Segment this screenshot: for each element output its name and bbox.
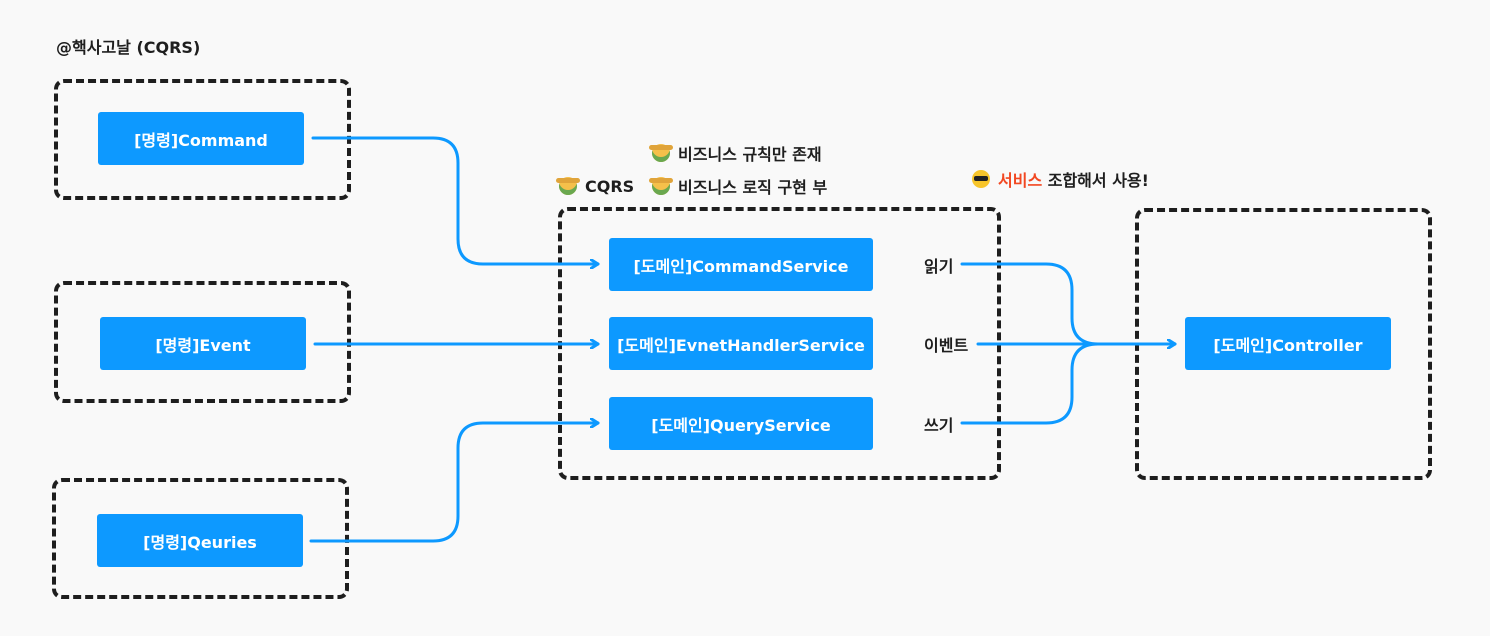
farmer-emoji-icon (649, 144, 673, 162)
command-service-node[interactable]: [도메인]CommandService (609, 238, 873, 291)
service-combine-text: 조합해서 사용! (1042, 171, 1149, 190)
farmer-emoji-icon (556, 177, 580, 195)
command-to-command-service-arrow (311, 136, 600, 264)
queries-group (52, 478, 349, 599)
query-service-node[interactable]: [도메인]QueryService (609, 397, 873, 450)
event-handler-service-node[interactable]: [도메인]EvnetHandlerService (609, 317, 873, 370)
queries-to-query-service-arrow (309, 423, 600, 543)
queries-node[interactable]: [명령]Qeuries (97, 514, 303, 567)
event-group (54, 281, 351, 403)
rule-only-text: 비즈니스 규칙만 존재 (678, 145, 822, 164)
command-node[interactable]: [명령]Command (98, 112, 304, 165)
cqrs-note: CQRS (556, 175, 635, 197)
write-label: 쓰기 (924, 416, 954, 435)
logic-impl-note: 비즈니스 로직 구현 부 (649, 175, 828, 197)
farmer-emoji-icon (649, 177, 673, 195)
service-highlight-text: 서비스 (998, 171, 1043, 190)
event-node[interactable]: [명령]Event (100, 317, 306, 370)
cqrs-text: CQRS (585, 176, 635, 196)
rule-only-note: 비즈니스 규칙만 존재 (649, 142, 822, 164)
controller-node[interactable]: [도메인]Controller (1185, 317, 1391, 370)
diagram-title: @핵사고날 (CQRS) (56, 38, 201, 57)
read-to-controller-curve (960, 262, 1100, 346)
read-label: 읽기 (924, 257, 954, 276)
sunglasses-emoji-icon (972, 170, 990, 188)
write-to-controller-curve (960, 342, 1100, 425)
service-combine-note: 서비스 조합해서 사용! (972, 168, 1149, 190)
event-label: 이벤트 (924, 336, 969, 355)
logic-impl-text: 비즈니스 로직 구현 부 (678, 178, 828, 197)
